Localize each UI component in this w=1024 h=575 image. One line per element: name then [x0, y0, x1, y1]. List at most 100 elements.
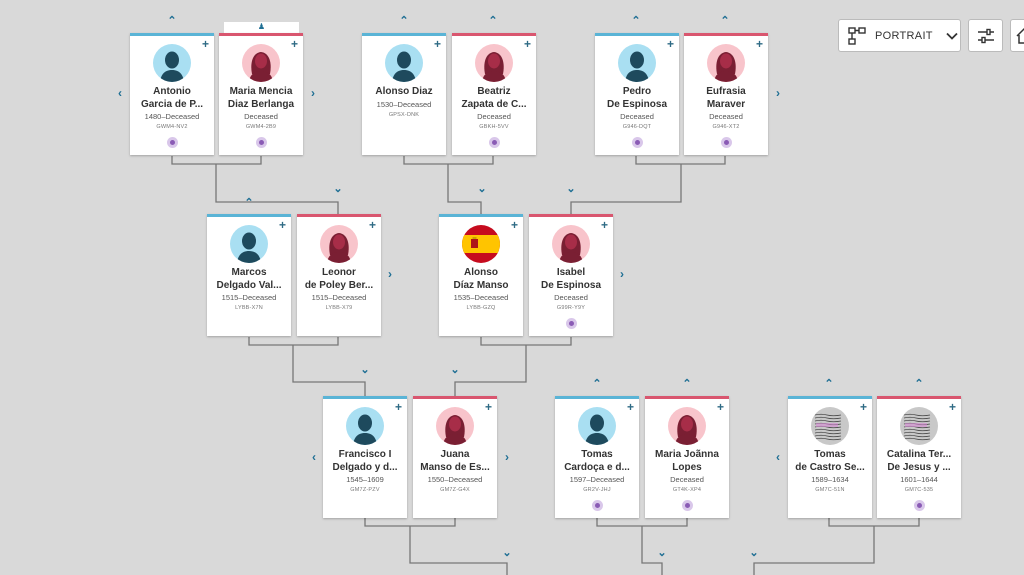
person-name-line2: Garcia de P...: [140, 98, 204, 110]
person-lifespan: Deceased: [709, 112, 743, 121]
collapse-chevron-down[interactable]: ⌄: [749, 547, 759, 559]
record-hint-icon[interactable]: [591, 500, 603, 511]
next-spouse-arrow[interactable]: ›: [620, 267, 624, 281]
sliders-icon: [976, 26, 996, 46]
home-icon: [1016, 27, 1024, 45]
view-mode-dropdown[interactable]: PORTRAIT: [838, 19, 961, 52]
next-spouse-arrow[interactable]: ›: [776, 86, 780, 100]
person-lifespan: 1530–Deceased: [376, 99, 432, 109]
collapse-chevron-down[interactable]: ⌄: [502, 547, 512, 559]
person-name-line2: Zapata de C...: [461, 98, 527, 110]
person-name-line2: Lopes: [672, 461, 702, 473]
add-relative-plus-icon[interactable]: +: [433, 37, 441, 51]
expand-parents-chevron-up[interactable]: ⌃: [488, 15, 498, 27]
record-hint-icon[interactable]: [255, 137, 267, 148]
collapse-chevron-down[interactable]: ⌄: [566, 183, 576, 195]
record-hint-icon[interactable]: [565, 318, 577, 329]
person-name-line2: De Jesus y ...: [887, 461, 951, 473]
male-avatar-icon: [346, 407, 384, 445]
expand-parents-chevron-up[interactable]: ⌃: [244, 197, 254, 209]
next-spouse-arrow[interactable]: ›: [311, 86, 315, 100]
person-lifespan: 1589–1634: [811, 475, 849, 484]
expand-parents-chevron-up[interactable]: ⌃: [631, 15, 641, 27]
female-avatar-icon: [436, 407, 474, 445]
add-relative-plus-icon[interactable]: +: [948, 400, 956, 414]
person-name-line1: Maria Mencia: [229, 86, 293, 97]
person-name-line2: Diaz Berlanga: [227, 98, 295, 110]
collapse-chevron-down[interactable]: ⌄: [333, 183, 343, 195]
person-lifespan: 1550–Deceased: [427, 475, 483, 484]
expand-parents-chevron-up[interactable]: ⌃: [592, 378, 602, 390]
expand-parents-chevron-up[interactable]: ⌃: [720, 15, 730, 27]
add-relative-plus-icon[interactable]: +: [600, 218, 608, 232]
female-avatar-icon: [668, 407, 706, 445]
person-name-line1: Pedro: [622, 86, 652, 97]
record-hint-icon[interactable]: [720, 137, 732, 148]
record-hint-icon[interactable]: [681, 500, 693, 511]
spain-flag-portrait: [462, 225, 500, 263]
add-relative-plus-icon[interactable]: +: [859, 400, 867, 414]
person-id: GWM4-NV2: [156, 124, 188, 130]
add-relative-plus-icon[interactable]: +: [666, 37, 674, 51]
tree-options-button[interactable]: [968, 19, 1003, 52]
person-name-line1: Tomas: [814, 449, 846, 460]
relationship-tab-icon[interactable]: ♟: [224, 22, 299, 33]
home-button[interactable]: [1010, 19, 1024, 52]
add-relative-plus-icon[interactable]: +: [626, 400, 634, 414]
add-relative-plus-icon[interactable]: +: [484, 400, 492, 414]
collapse-chevron-down[interactable]: ⌄: [477, 183, 487, 195]
person-name-line1: Marcos: [231, 267, 267, 278]
expand-parents-chevron-up[interactable]: ⌃: [824, 378, 834, 390]
add-relative-plus-icon[interactable]: +: [755, 37, 763, 51]
add-relative-plus-icon[interactable]: +: [394, 400, 402, 414]
person-name-line2: Díaz Manso: [453, 279, 509, 291]
add-relative-plus-icon[interactable]: +: [368, 218, 376, 232]
person-lifespan: 1597–Deceased: [569, 475, 625, 484]
next-spouse-arrow[interactable]: ›: [388, 267, 392, 281]
collapse-chevron-down[interactable]: ⌄: [657, 547, 667, 559]
add-relative-plus-icon[interactable]: +: [278, 218, 286, 232]
expand-parents-chevron-up[interactable]: ⌃: [914, 378, 924, 390]
person-id: GM7C-51N: [815, 487, 845, 493]
expand-parents-chevron-up[interactable]: ⌃: [682, 378, 692, 390]
record-hint-icon[interactable]: [166, 137, 178, 148]
record-hint-icon[interactable]: [913, 500, 925, 511]
person-name-line1: Tomas: [581, 449, 613, 460]
add-relative-plus-icon[interactable]: +: [523, 37, 531, 51]
add-relative-plus-icon[interactable]: +: [716, 400, 724, 414]
previous-spouse-arrow[interactable]: ‹: [118, 86, 122, 100]
previous-spouse-arrow[interactable]: ‹: [312, 450, 316, 464]
collapse-chevron-down[interactable]: ⌄: [450, 364, 460, 376]
add-relative-plus-icon[interactable]: +: [290, 37, 298, 51]
expand-parents-chevron-up[interactable]: ⌃: [399, 15, 409, 27]
add-relative-plus-icon[interactable]: +: [201, 37, 209, 51]
next-spouse-arrow[interactable]: ›: [505, 450, 509, 464]
record-hint-icon[interactable]: [488, 137, 500, 148]
person-lifespan: 1545–1609: [346, 475, 384, 484]
person-lifespan: 1480–Deceased: [144, 112, 200, 121]
collapse-chevron-down[interactable]: ⌄: [360, 364, 370, 376]
person-name-line2: Manso de Es...: [420, 461, 490, 473]
person-id: LYBB-X7N: [235, 305, 263, 311]
expand-parents-chevron-up[interactable]: ⌃: [167, 15, 177, 27]
add-relative-plus-icon[interactable]: +: [510, 218, 518, 232]
record-hint-icon[interactable]: [631, 137, 643, 148]
person-name-line1: Alonso: [464, 267, 498, 278]
previous-spouse-arrow[interactable]: ‹: [776, 450, 780, 464]
